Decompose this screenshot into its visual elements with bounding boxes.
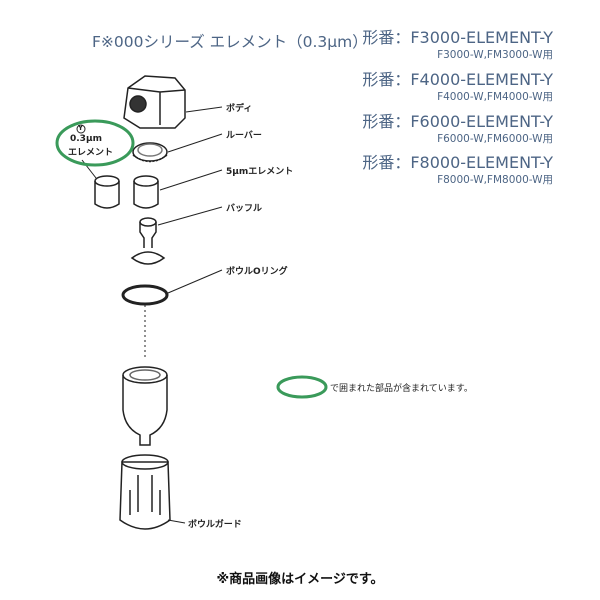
model-compat: F8000-W,FM8000-W用 xyxy=(437,174,553,186)
label-baffle: バッフル xyxy=(226,204,263,214)
body-part xyxy=(123,75,186,129)
element-03-part xyxy=(94,175,120,209)
louver-part xyxy=(132,142,168,163)
bowl-part xyxy=(122,366,168,446)
label-5um-element: 5μmエレメント xyxy=(226,167,294,177)
highlight-ellipse xyxy=(55,119,135,167)
label-louver: ルーバー xyxy=(226,131,262,141)
element-5-part xyxy=(133,175,159,209)
label-bowl-oring: ボウルOリング xyxy=(226,267,288,277)
page-title: F※000シリーズ エレメント（0.3μm） xyxy=(92,33,368,51)
oring-part xyxy=(121,284,169,306)
label-body: ボディ xyxy=(226,104,253,114)
model-number: 形番：F4000-ELEMENT-Y xyxy=(362,70,553,89)
model-number: 形番：F6000-ELEMENT-Y xyxy=(362,112,553,131)
image-note: ※商品画像はイメージです。 xyxy=(216,572,384,587)
y-mark: Y xyxy=(78,124,84,132)
model-number: 形番：F8000-ELEMENT-Y xyxy=(362,153,553,172)
legend-ellipse xyxy=(276,375,328,399)
legend-text: で囲まれた部品が含まれています。 xyxy=(330,384,473,394)
model-number: 形番：F3000-ELEMENT-Y xyxy=(362,28,553,47)
highlight-label-size: 0.3μm xyxy=(70,134,102,144)
model-compat: F6000-W,FM6000-W用 xyxy=(437,133,553,145)
bowl-guard-part xyxy=(119,454,171,530)
baffle-part xyxy=(130,217,166,265)
label-bowl-guard: ボウルガード xyxy=(188,520,242,530)
model-compat: F4000-W,FM4000-W用 xyxy=(437,91,553,103)
leader-lines xyxy=(81,106,223,524)
highlight-label-element: エレメント xyxy=(68,148,114,158)
model-compat: F3000-W,FM3000-W用 xyxy=(437,49,553,61)
